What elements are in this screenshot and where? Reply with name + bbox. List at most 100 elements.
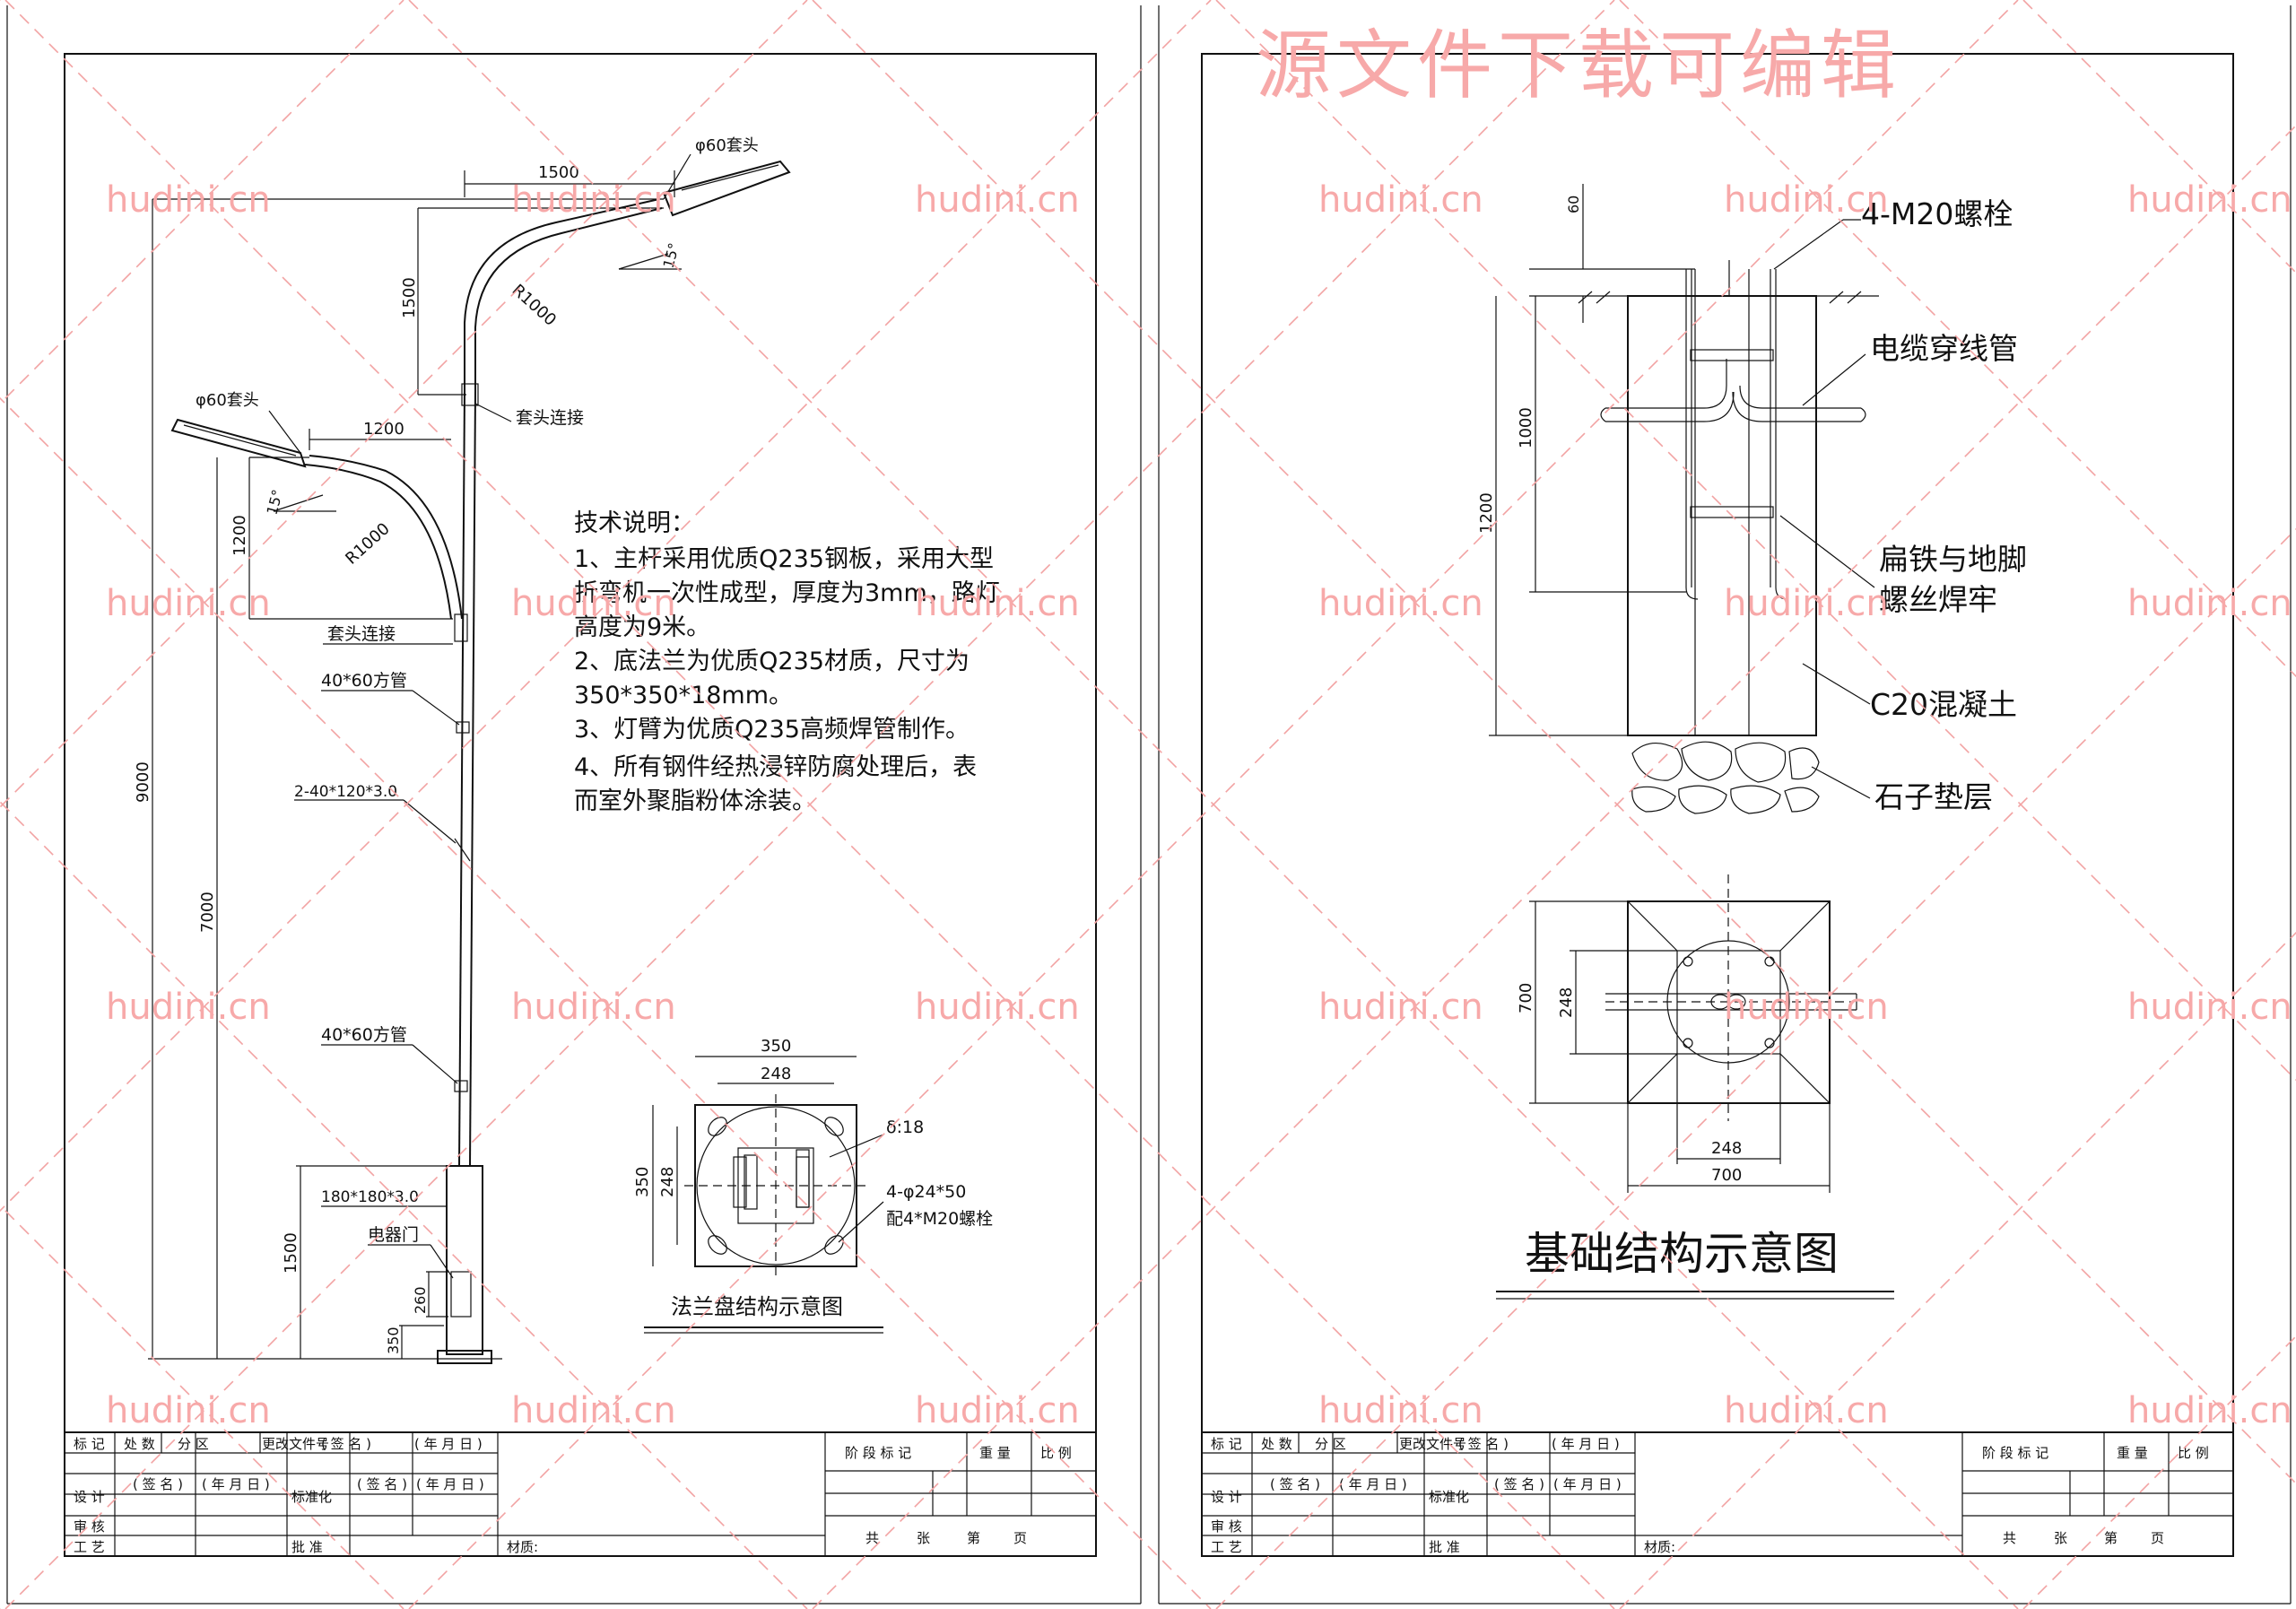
tb-left-sign: ( 签 名 ) xyxy=(321,1436,371,1452)
tb-right-sign: ( 签 名 ) xyxy=(1458,1436,1509,1452)
label-rib-plate: 2-40*120*3.0 xyxy=(294,783,397,801)
tb-left-design-sign: ( 签 名 ) xyxy=(133,1476,183,1492)
dim-outer-depth: 1200 xyxy=(1477,492,1496,534)
tech-note-line-8: 而室外聚脂粉体涂装。 xyxy=(574,787,816,815)
tb-right-zone: 分 区 xyxy=(1315,1436,1346,1452)
tb-left-process: 工 艺 xyxy=(74,1539,105,1555)
title-block-right: 标 记 处 数 分 区 更改文件号 ( 签 名 ) ( 年 月 日 ) 设 计 … xyxy=(1201,1431,2234,1557)
tb-right-approve: 批 准 xyxy=(1429,1539,1460,1555)
watermark-line xyxy=(1619,931,2296,1609)
tb-right-design-date: ( 年 月 日 ) xyxy=(1339,1476,1407,1492)
tech-note-line-2: 折弯机一次性成型，厚度为3mm，路灯 xyxy=(574,579,1000,607)
tb-right-scale: 比 例 xyxy=(2178,1445,2209,1461)
tech-note-line-1: 1、主杆采用优质Q235钢板，采用大型 xyxy=(574,545,994,573)
tech-note-line-4: 2、底法兰为优质Q235材质，尺寸为 xyxy=(574,648,970,675)
tb-left-total: 共 xyxy=(865,1530,879,1546)
label-lower-radius: R1000 xyxy=(342,519,393,569)
watermark-line xyxy=(2022,1335,2296,1609)
tb-right-process: 工 艺 xyxy=(1211,1539,1242,1555)
tb-left-std-sign: ( 签 名 ) xyxy=(357,1476,407,1492)
watermark-site-text: hudini.cn xyxy=(511,179,676,221)
title-block-left: 标 记 处 数 分 区 更改文件号 ( 签 名 ) ( 年 月 日 ) 设 计 … xyxy=(64,1431,1097,1557)
tb-right-sheets: 张 xyxy=(2054,1530,2067,1546)
dim-plan-inner: 248 xyxy=(1557,987,1576,1018)
tb-right-mark: 标 记 xyxy=(1211,1436,1242,1452)
watermark-site-text: hudini.cn xyxy=(511,987,676,1028)
watermark-texts: hudini.cn hudini.cn hudini.cn hudini.cn hudi… xyxy=(106,179,2292,1431)
watermark-site-text: hudini.cn xyxy=(1724,179,1889,221)
watermark-line xyxy=(2022,0,2296,274)
foundation-caption: 基础结构示意图 xyxy=(1525,1228,1839,1280)
tb-left-zone: 分 区 xyxy=(178,1436,209,1452)
tb-right-design: 设 计 xyxy=(1211,1489,1242,1505)
label-flat-iron-1: 扁铁与地脚 xyxy=(1879,542,2027,577)
dim-upper-arm-len: 1500 xyxy=(538,163,579,182)
watermark-line xyxy=(1215,0,2296,1082)
tb-right-date: ( 年 月 日 ) xyxy=(1552,1436,1620,1452)
label-cable: 电缆穿线管 xyxy=(1870,331,2018,366)
watermark-site-text: hudini.cn xyxy=(915,179,1080,221)
watermark-site-text: hudini.cn xyxy=(1318,987,1483,1028)
watermark-line xyxy=(1619,0,2296,678)
watermark-line xyxy=(4,0,1615,1609)
dim-lower-height: 7000 xyxy=(198,891,217,933)
tech-note-line-5: 350*350*18mm。 xyxy=(574,682,793,709)
watermark-site-text: hudini.cn xyxy=(915,1390,1080,1431)
watermark-line xyxy=(0,0,808,809)
watermark-site-text: hudini.cn xyxy=(2127,583,2292,624)
height-dims: 9000 7000 1500 260 350 xyxy=(134,198,664,1360)
tech-notes-title: 技术说明： xyxy=(574,509,695,537)
dim-upper-arm-rise: 1500 xyxy=(400,277,419,318)
dim-top: 60 xyxy=(1565,196,1582,213)
pole-drawing: 1500 1500 φ60套头 R1000 15° 套头连接 1200 1200… xyxy=(134,136,791,1364)
tb-left-review: 审 核 xyxy=(74,1518,105,1535)
watermark-site-text: hudini.cn xyxy=(2127,179,2292,221)
watermark-line xyxy=(1215,527,2296,1609)
tb-left-stage: 阶 段 标 记 xyxy=(845,1445,911,1461)
tb-left-scale: 比 例 xyxy=(1040,1445,1072,1461)
label-bolt: 4-M20螺栓 xyxy=(1861,196,2013,231)
watermark-site-text: hudini.cn xyxy=(1724,583,1889,624)
watermark-line xyxy=(0,0,404,405)
tb-right-std-sign: ( 签 名 ) xyxy=(1494,1476,1544,1492)
tb-left-sheets: 张 xyxy=(917,1530,930,1546)
label-lower-angle: 15° xyxy=(264,488,287,517)
flange-thickness: δ:18 xyxy=(886,1118,924,1137)
tb-left-no: 第 xyxy=(967,1530,980,1546)
tech-note-line-6: 3、灯臂为优质Q235高频焊管制作。 xyxy=(574,716,970,744)
tb-left-date: ( 年 月 日 ) xyxy=(414,1436,483,1452)
tb-right-stage: 阶 段 标 记 xyxy=(1982,1445,2048,1461)
watermark-site-text: hudini.cn xyxy=(106,583,271,624)
part-labels: 40*60方管 2-40*120*3.0 40*60方管 180*180*3.0… xyxy=(294,671,460,1279)
flange-drawing: 350 248 350 248 δ:18 4-φ24*50 配4*M20螺栓 法… xyxy=(633,1037,993,1334)
watermark-site-text: hudini.cn xyxy=(1724,1390,1889,1431)
tb-right-std: 标准化 xyxy=(1429,1489,1469,1505)
flange-caption: 法兰盘结构示意图 xyxy=(671,1294,843,1319)
label-square-tube-2: 40*60方管 xyxy=(321,1025,407,1045)
foundation-caption-block: 基础结构示意图 xyxy=(1496,1228,1894,1300)
main-pole xyxy=(170,160,791,1364)
tb-left-design-date: ( 年 月 日 ) xyxy=(202,1476,270,1492)
label-upper-socket: φ60套头 xyxy=(695,136,759,155)
dim-door-height: 260 xyxy=(412,1286,429,1314)
dim-bottom-inner: 248 xyxy=(1711,1139,1742,1158)
label-square-tube-1: 40*60方管 xyxy=(321,671,407,691)
tb-right-design-sign: ( 签 名 ) xyxy=(1270,1476,1320,1492)
dim-lower-arm-rise: 1200 xyxy=(230,515,249,556)
label-flat-iron-2: 螺丝焊牢 xyxy=(1879,582,1997,617)
tb-left-page: 页 xyxy=(1013,1530,1027,1546)
dim-plan-outer: 700 xyxy=(1517,983,1535,1013)
watermark-site-text: hudini.cn xyxy=(511,1390,676,1431)
foundation-plan: 700 248 248 700 xyxy=(1517,874,1857,1193)
label-door: 电器门 xyxy=(368,1225,419,1245)
tb-right-material: 材质: xyxy=(1644,1539,1675,1555)
label-lower-socket: φ60套头 xyxy=(196,391,259,410)
tb-right-weight: 重 量 xyxy=(2117,1445,2148,1461)
flange-dim-side-outer: 350 xyxy=(633,1167,652,1197)
watermark-line xyxy=(0,1204,404,1609)
tb-right-std-date: ( 年 月 日 ) xyxy=(1553,1476,1622,1492)
watermark-line xyxy=(812,124,2296,1609)
dim-base-height: 350 xyxy=(385,1326,402,1354)
foundation-section: 4-M20螺栓 电缆穿线管 扁铁与地脚 螺丝焊牢 C20混凝土 石子垫层 60 … xyxy=(1477,184,2027,814)
label-upper-angle: 15° xyxy=(660,241,683,270)
